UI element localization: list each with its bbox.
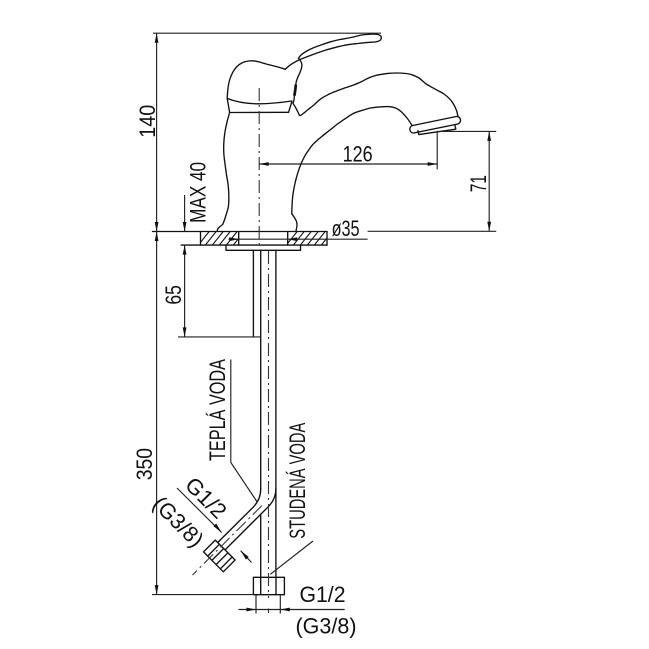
svg-text:ø35: ø35 [332, 216, 360, 241]
svg-text:(G3/8): (G3/8) [296, 614, 357, 639]
svg-text:126: 126 [343, 142, 373, 167]
svg-text:G1/2: G1/2 [300, 582, 346, 607]
svg-text:TEPLÁ VODA: TEPLÁ VODA [205, 359, 230, 461]
svg-text:MAX 40: MAX 40 [185, 162, 210, 223]
svg-text:STUDENÁ VODA: STUDENÁ VODA [285, 422, 310, 538]
svg-text:140: 140 [135, 105, 160, 138]
svg-text:71: 71 [466, 175, 491, 192]
svg-text:65: 65 [161, 285, 186, 305]
svg-text:350: 350 [132, 448, 157, 480]
